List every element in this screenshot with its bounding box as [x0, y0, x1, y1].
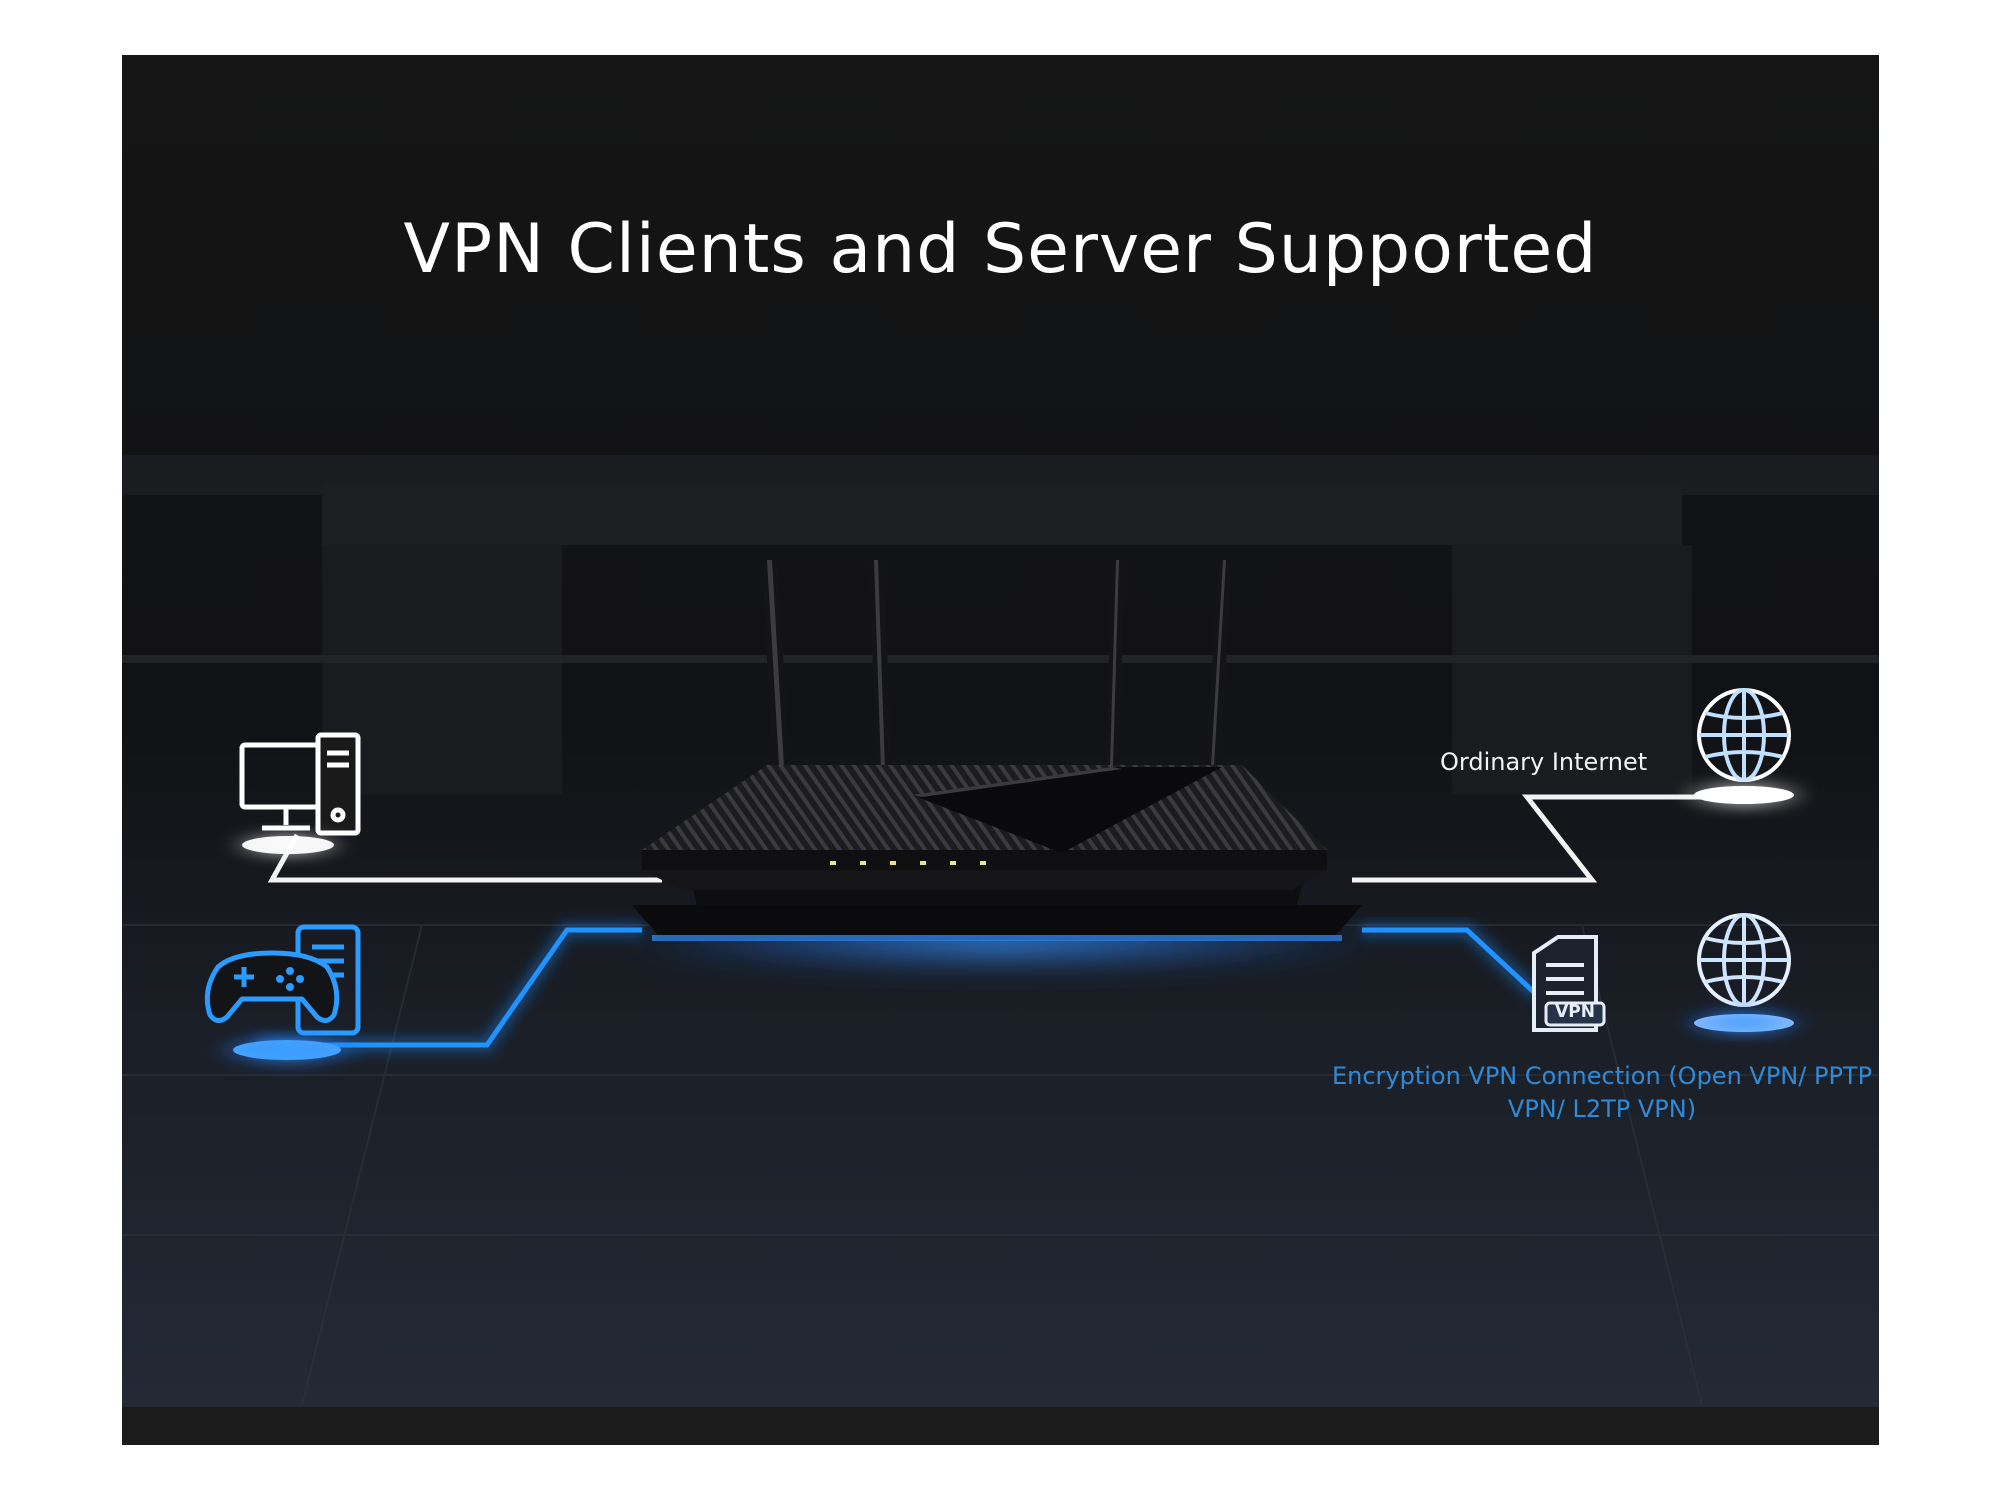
desktop-computer-icon — [239, 732, 361, 836]
product-banner: VPN Clients and Server Supported Ordinar… — [122, 55, 1879, 1445]
page-title: VPN Clients and Server Supported — [403, 210, 1598, 289]
globe-icon — [1697, 913, 1791, 1007]
floor — [122, 924, 1879, 1406]
vpn-server-icon — [1532, 935, 1606, 1032]
vpn-connection-line — [257, 922, 1543, 1053]
vpn-connection-label: Encryption VPN Connection (Open VPN/ PPT… — [1331, 1062, 1873, 1123]
background-structure — [122, 455, 1879, 795]
vpn-badge-label: VPN — [1555, 1002, 1595, 1022]
router-image — [612, 560, 1392, 970]
globe-icon — [1697, 688, 1791, 782]
ordinary-internet-label: Ordinary Internet — [1440, 748, 1648, 776]
network-illustration — [122, 455, 1879, 1445]
gamepad-icon — [204, 924, 361, 1036]
